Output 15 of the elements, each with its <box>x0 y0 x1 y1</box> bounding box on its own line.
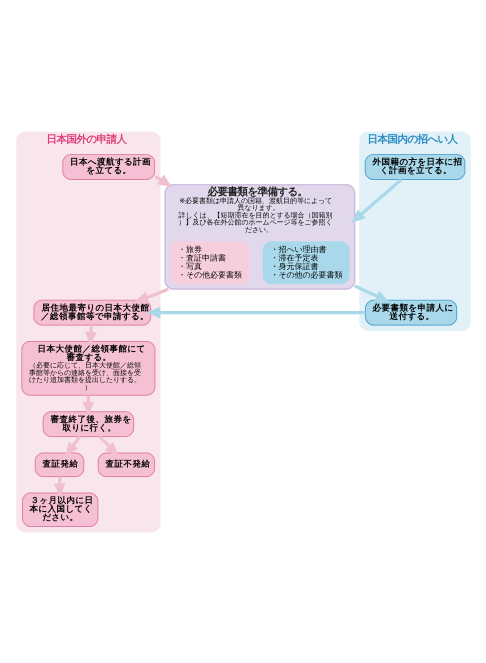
arrow <box>53 476 66 497</box>
node-box: 査証不発給 <box>97 452 155 477</box>
node-box: 居住地最寄りの日本大使館／総領事館等で申請する。 <box>32 299 151 326</box>
arrow <box>98 434 118 456</box>
node-box: 日本へ渡航する計画を立てる。 <box>62 154 155 180</box>
node-box: 外国籍の方を日本に招く計画を立てる。 <box>364 154 465 180</box>
node-box: ３ヶ月以内に日本に入国してください。 <box>21 492 98 526</box>
arrow <box>146 306 365 318</box>
node-box: 必要書類を申請人に送付する。 <box>364 299 457 326</box>
node-box: 審査終了後、旅券を取りに行く。 <box>42 410 134 437</box>
arrow <box>64 435 81 456</box>
node-box: 査証発給 <box>34 452 84 477</box>
arrow <box>351 178 402 222</box>
arrow <box>354 284 389 302</box>
arrow <box>134 287 169 302</box>
